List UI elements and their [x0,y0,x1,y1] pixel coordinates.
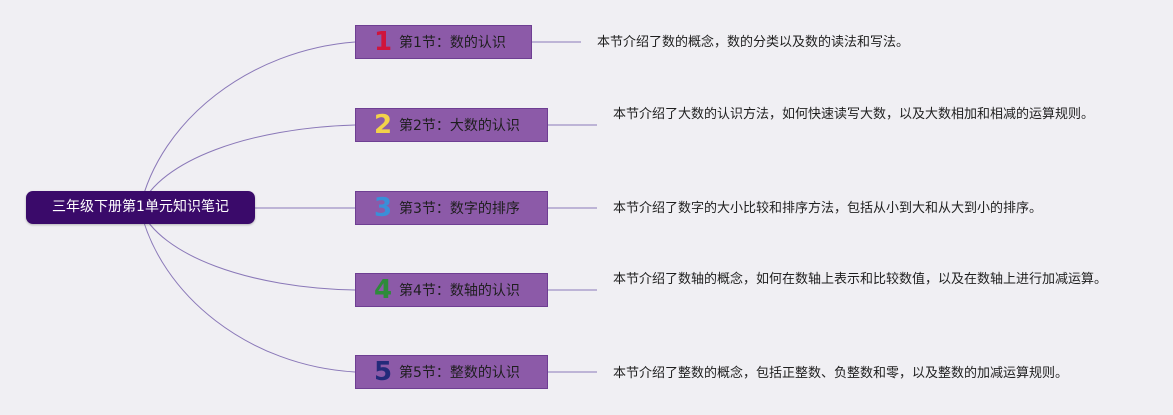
number-badge-2: 2 [373,110,393,140]
section-node-4[interactable]: 4 第4节：数轴的认识 [355,273,548,307]
branch-line-5 [139,207,356,373]
section-title-2: 第2节：大数的认识 [399,118,520,134]
section-desc-3: 本节介绍了数字的大小比较和排序方法，包括从小到大和从大到小的排序。 [613,201,1043,216]
section-title-1: 第1节：数的认识 [399,35,506,51]
root-node[interactable]: 三年级下册第1单元知识笔记 [26,191,255,224]
section-desc-2: 本节介绍了大数的认识方法，如何快速读写大数，以及大数相加和相减的运算规则。 [613,107,1095,122]
number-badge-4: 4 [373,275,393,305]
branch-line-2 [139,124,356,209]
section-desc-5: 本节介绍了整数的概念，包括正整数、负整数和零，以及整数的加减运算规则。 [613,366,1069,381]
section-node-5[interactable]: 5 第5节：整数的认识 [355,355,548,389]
section-title-3: 第3节：数字的排序 [399,201,520,217]
branch-line-1 [139,41,356,209]
section-title-5: 第5节：整数的认识 [399,365,520,381]
section-title-4: 第4节：数轴的认识 [399,283,520,299]
number-badge-1: 1 [373,27,393,57]
section-desc-4: 本节介绍了数轴的概念，如何在数轴上表示和比较数值，以及在数轴上进行加减运算。 [613,272,1108,287]
section-node-2[interactable]: 2 第2节：大数的认识 [355,108,548,142]
section-desc-1: 本节介绍了数的概念，数的分类以及数的读法和写法。 [597,35,910,50]
branch-line-4 [139,207,356,291]
number-badge-5: 5 [373,357,393,387]
number-badge-3: 3 [373,193,393,223]
section-node-3[interactable]: 3 第3节：数字的排序 [355,191,548,225]
section-node-1[interactable]: 1 第1节：数的认识 [355,25,532,59]
